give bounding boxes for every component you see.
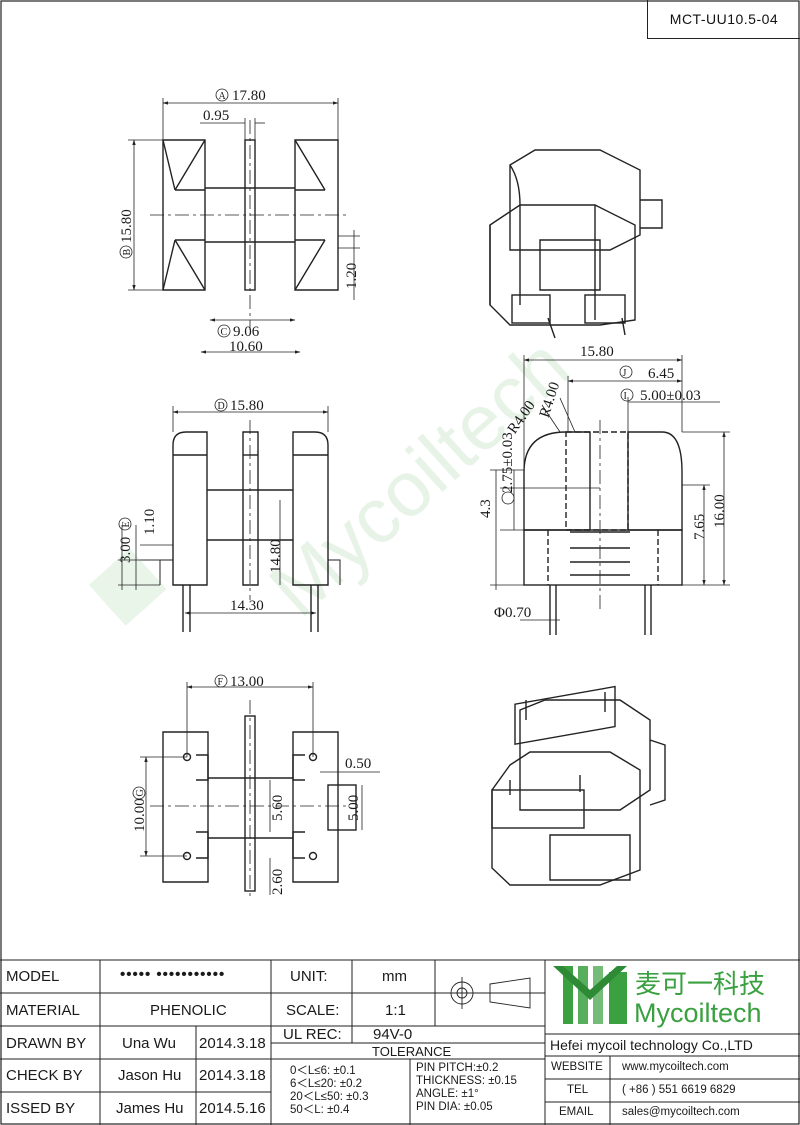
tolerance-3: 20＜L≤50: ±0.3 <box>290 1091 369 1103</box>
material-value: PHENOLIC <box>150 1002 227 1019</box>
svg-text:14.30: 14.30 <box>230 598 264 614</box>
thickness: THICKNESS: ±0.15 <box>416 1075 517 1087</box>
svg-text:2.60: 2.60 <box>270 869 286 895</box>
issued-by-name: James Hu <box>116 1100 184 1117</box>
svg-text:4.3: 4.3 <box>478 499 494 518</box>
svg-text:16.00: 16.00 <box>712 494 728 528</box>
material-label: MATERIAL <box>6 1002 80 1019</box>
unit-label: UNIT: <box>290 968 328 985</box>
right-side-view <box>523 420 683 635</box>
svg-text:A: A <box>219 91 227 102</box>
svg-text:Φ0.70: Φ0.70 <box>494 605 531 621</box>
svg-text:17.80: 17.80 <box>232 88 266 104</box>
svg-text:G: G <box>135 789 146 796</box>
projection-symbol <box>446 977 531 1009</box>
scale-label: SCALE: <box>286 1002 340 1019</box>
front-view-top <box>150 120 350 330</box>
bottom-view <box>150 700 357 900</box>
front-view-labels: 17.80 A 0.95 15.80 B 1.20 9.06 C 10.60 <box>119 88 360 355</box>
title-block: MODEL ••••• ••••••••••• MATERIAL PHENOLI… <box>0 960 800 1125</box>
angle: ANGLE: ±1° <box>416 1088 479 1100</box>
ul-label: UL REC: <box>283 1026 342 1043</box>
check-by-name: Jason Hu <box>118 1067 182 1084</box>
pin-dia: PIN DIA: ±0.05 <box>416 1101 493 1113</box>
bottom-view-dims <box>140 682 380 895</box>
svg-text:B: B <box>122 249 133 256</box>
svg-text:Mycoiltech: Mycoiltech <box>252 321 585 633</box>
email-label: EMAIL <box>559 1106 594 1118</box>
logo-mark <box>553 966 627 1024</box>
svg-text:I: I <box>624 391 627 402</box>
ul-value: 94V-0 <box>373 1026 413 1043</box>
svg-text:J: J <box>623 368 627 379</box>
email-value[interactable]: sales@mycoiltech.com <box>622 1106 740 1118</box>
svg-text:E: E <box>121 521 132 527</box>
svg-text:5.00±0.03: 5.00±0.03 <box>640 388 701 404</box>
website-value[interactable]: www.mycoiltech.com <box>622 1061 729 1073</box>
check-by-label: CHECK BY <box>6 1067 83 1084</box>
tolerance-1: 0＜L≤6: ±0.1 <box>290 1065 356 1077</box>
side-view-labels: 15.80 D 1.10 3.00 E 14.80 14.30 <box>118 398 284 614</box>
svg-text:10.00: 10.00 <box>132 798 148 832</box>
svg-text:0.50: 0.50 <box>345 756 371 772</box>
svg-text:9.06: 9.06 <box>233 324 260 340</box>
pin-pitch: PIN PITCH:±0.2 <box>416 1062 499 1074</box>
company-name: Hefei mycoil technology Co.,LTD <box>550 1037 753 1053</box>
tolerance-2: 6＜L≤20: ±0.2 <box>290 1078 363 1090</box>
front-view-dims <box>128 98 360 354</box>
svg-text:14.80: 14.80 <box>268 539 284 573</box>
svg-text:5.60: 5.60 <box>270 795 286 821</box>
svg-text:3.00: 3.00 <box>118 537 134 563</box>
model-label: MODEL <box>6 968 60 985</box>
svg-text:1.20: 1.20 <box>344 263 360 289</box>
svg-text:2.75±0.03: 2.75±0.03 <box>500 432 516 493</box>
title-block-grid <box>0 959 800 1125</box>
svg-text:15.80: 15.80 <box>119 209 135 243</box>
right-side-dims <box>490 355 730 621</box>
unit-value: mm <box>382 968 407 985</box>
drawing-number: MCT-UU10.5-04 <box>647 0 800 39</box>
check-by-date: 2014.3.18 <box>199 1067 266 1084</box>
svg-text:1.10: 1.10 <box>142 509 158 535</box>
drawn-by-name: Una Wu <box>122 1035 176 1052</box>
svg-text:15.80: 15.80 <box>230 398 264 414</box>
svg-text:F: F <box>218 677 224 688</box>
tolerance-4: 50＜L: ±0.4 <box>290 1104 350 1116</box>
svg-text:15.80: 15.80 <box>580 344 614 360</box>
bottom-view-labels: 13.00 F 0.50 10.00 G 5.60 5.00 2.60 <box>132 674 371 895</box>
tel-label: TEL <box>567 1084 589 1096</box>
side-view-dims <box>118 406 329 615</box>
svg-text:7.65: 7.65 <box>692 514 708 540</box>
svg-text:0.95: 0.95 <box>203 108 229 124</box>
website-label: WEBSITE <box>551 1061 603 1073</box>
drawn-by-label: DRAWN BY <box>6 1035 87 1052</box>
isometric-view-bottom <box>491 685 666 886</box>
svg-text:13.00: 13.00 <box>230 674 264 690</box>
svg-text:5.00: 5.00 <box>346 795 362 821</box>
model-value: ••••• ••••••••••• <box>120 966 226 983</box>
scale-value: 1:1 <box>385 1002 406 1019</box>
svg-text:6.45: 6.45 <box>648 366 674 382</box>
tel-value: ( +86 ) 551 6619 6829 <box>622 1084 736 1096</box>
drawn-by-date: 2014.3.18 <box>199 1035 266 1052</box>
tolerance-label: TOLERANCE <box>372 1044 452 1059</box>
logo-english: Mycoiltech <box>634 998 762 1028</box>
svg-text:10.60: 10.60 <box>229 339 263 355</box>
svg-text:D: D <box>218 401 225 412</box>
logo-chinese: 麦可一科技 <box>635 970 766 1000</box>
svg-text:C: C <box>221 327 228 338</box>
isometric-view-top <box>489 149 663 339</box>
issued-by-date: 2014.5.16 <box>199 1100 266 1117</box>
issued-by-label: ISSED BY <box>6 1100 76 1117</box>
